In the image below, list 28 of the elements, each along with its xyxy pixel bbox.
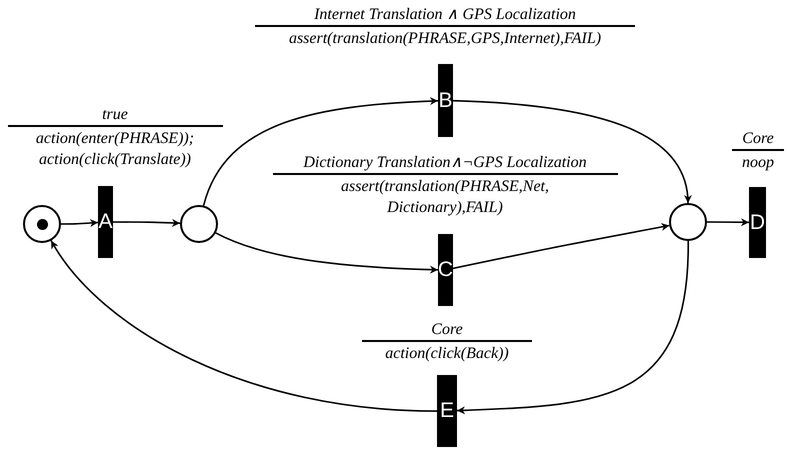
guard-label: Dictionary Translation∧¬GPS Localization [302, 153, 588, 173]
action-label: noop [732, 149, 784, 173]
arrow [456, 240, 689, 414]
action-label: assert(translation(PHRASE,Net, Dictionary),FAIL) [272, 173, 618, 218]
place-circle [669, 203, 707, 241]
transition-bar: C [438, 234, 453, 306]
arrow [452, 223, 670, 270]
place-circle [23, 205, 61, 243]
transition-bar: B [438, 64, 453, 137]
arrow [50, 240, 438, 412]
transition-bar: A [98, 186, 113, 258]
action-label: action(click(Back)) [362, 340, 532, 364]
arrow [113, 218, 180, 227]
guard-label: true [101, 105, 129, 125]
action-label: assert(translation(PHRASE,GPS,Internet),FAIL) [255, 25, 635, 49]
guard-label: Core [741, 129, 775, 149]
transition-bar: E [437, 375, 457, 447]
token-dot [37, 219, 48, 230]
arrow [215, 232, 438, 274]
action-label: action(enter(PHRASE)); action(click(Translate)) [8, 125, 222, 170]
guard-label: Internet Translation ∧ GPS Localization [313, 5, 577, 25]
arrow [202, 97, 438, 206]
transition-bar: D [749, 187, 766, 258]
guard-label: Core [430, 320, 464, 340]
arrow [452, 100, 692, 204]
arrow [61, 219, 98, 227]
place-circle [180, 205, 218, 243]
arrow [707, 218, 750, 226]
